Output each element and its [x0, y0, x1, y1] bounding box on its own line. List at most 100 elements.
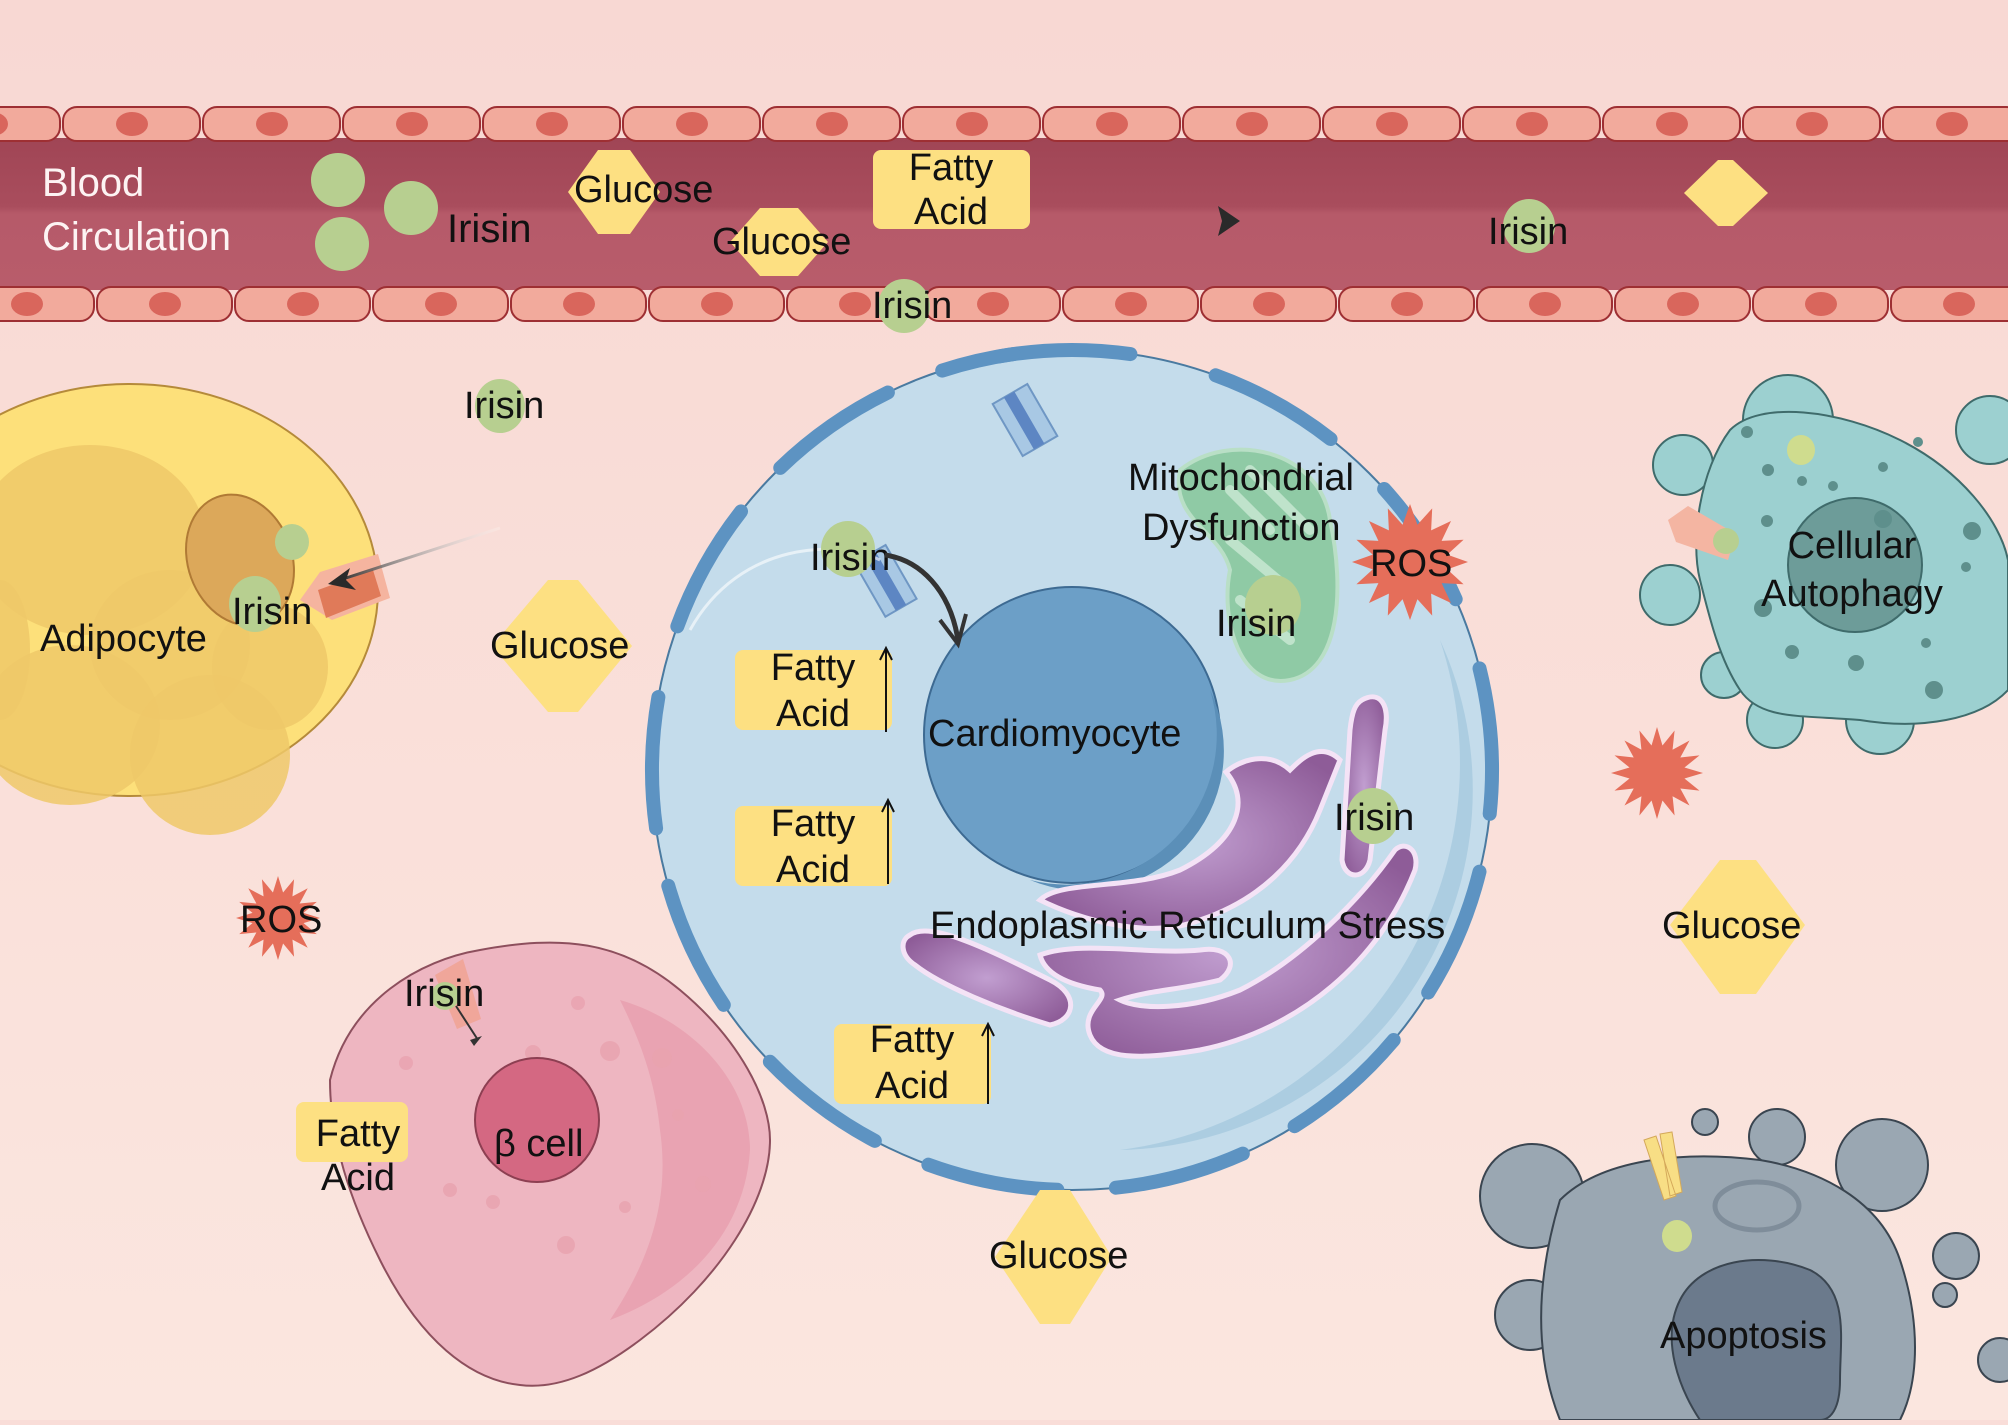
- glucose-molecule: Glucose: [712, 208, 851, 276]
- ros-burst: [1352, 504, 1468, 620]
- fatty-acid-shape: [735, 650, 892, 730]
- irisin-molecule: [311, 153, 365, 207]
- irisin-label: Irisin: [1216, 603, 1296, 645]
- fatty-acid-line1: Fatty: [909, 147, 993, 189]
- irisin-label: Irisin: [1488, 211, 1568, 253]
- mito-label-line2: Dysfunction: [1142, 507, 1341, 549]
- endothelial-nucleus: [116, 112, 148, 136]
- membrane-segment: [1421, 864, 1487, 1000]
- endothelial-nucleus: [956, 112, 988, 136]
- irisin-molecule: [821, 521, 875, 577]
- entry-arrow: [884, 552, 961, 641]
- receptor-icon: [1643, 1131, 1683, 1201]
- endothelial-nucleus: [0, 113, 8, 135]
- autophagy-label-line1: Cellular: [1788, 525, 1917, 567]
- fatty-acid-line2: Acid: [321, 1157, 395, 1199]
- membrane-segment: [661, 878, 731, 1012]
- fatty-acid-block: Fatty Acid: [834, 1019, 995, 1107]
- arrow-head-icon: [1218, 206, 1240, 236]
- glucose-shape: [1670, 860, 1805, 994]
- endothelial-nucleus: [287, 292, 319, 316]
- membrane-segment: [1472, 661, 1499, 821]
- beta-cell-label: β cell: [494, 1123, 583, 1165]
- fatty-acid-line1: Fatty: [870, 1019, 954, 1061]
- endothelium-top: [0, 106, 2008, 142]
- vessel-label-line2: Circulation: [42, 215, 231, 259]
- endothelial-nucleus: [1516, 112, 1548, 136]
- irisin-molecule: [229, 576, 281, 632]
- fatty-acid-line2: Acid: [776, 849, 850, 891]
- fatty-acid-line2: Acid: [776, 693, 850, 735]
- membrane-segment: [1108, 1146, 1250, 1195]
- endothelial-nucleus: [1943, 292, 1975, 316]
- autophagy-label-line2: Autophagy: [1761, 573, 1943, 615]
- endothelial-nucleus: [396, 112, 428, 136]
- irisin-molecule: [1662, 1220, 1692, 1252]
- mitochondrion: [1176, 447, 1340, 683]
- membrane-segment: [762, 1054, 882, 1148]
- endothelial-nucleus: [1796, 112, 1828, 136]
- ros-shape: [236, 876, 320, 960]
- endothelial-nucleus: [1936, 112, 1968, 136]
- beta-cell: Irisin β cell Fatty Acid: [296, 941, 772, 1387]
- glucose-label: Glucose: [574, 169, 713, 211]
- endothelial-nucleus: [1391, 292, 1423, 316]
- irisin-label: Irisin: [464, 385, 544, 427]
- irisin-molecule: [1787, 435, 1815, 465]
- glucose-molecule: Glucose: [989, 1190, 1128, 1324]
- endothelial-nucleus: [563, 292, 595, 316]
- membrane-segment: [645, 690, 666, 836]
- apoptosis-nucleus: [1670, 1259, 1843, 1421]
- glucose-molecule: Glucose: [568, 150, 713, 234]
- adipocyte-label: Adipocyte: [40, 618, 207, 660]
- endothelial-nucleus: [1529, 292, 1561, 316]
- endothelial-nucleus: [701, 292, 733, 316]
- fatty-acid-shape: [873, 150, 1030, 229]
- endothelial-nucleus: [816, 112, 848, 136]
- fatty-acid-block: Fatty Acid: [735, 645, 893, 735]
- endothelial-nucleus: [425, 292, 457, 316]
- glucose-molecule: Glucose: [490, 580, 632, 712]
- endothelial-nucleus: [1115, 292, 1147, 316]
- glucose-label: Glucose: [490, 625, 629, 667]
- arrow-head-icon: [470, 1036, 482, 1046]
- glucose-shape: [995, 1190, 1112, 1324]
- irisin-molecule: [1503, 199, 1555, 253]
- fatty-acid-shape: [735, 806, 892, 886]
- endothelial-nucleus: [1096, 112, 1128, 136]
- membrane-segment: [773, 385, 895, 475]
- mito-label-line1: Mitochondrial: [1128, 457, 1354, 499]
- irisin-label: Irisin: [810, 537, 890, 579]
- vessel-label-line1: Blood: [42, 161, 144, 205]
- glucose-shape: [1684, 160, 1768, 226]
- irisin-molecule: [1245, 575, 1301, 635]
- membrane-segment: [935, 347, 1021, 378]
- glucose-shape: [492, 580, 632, 712]
- irisin-molecule: [878, 279, 930, 333]
- endothelial-cell: [0, 106, 61, 142]
- irisin-molecule: [475, 379, 525, 433]
- beta-cell-nucleus: [474, 1057, 600, 1183]
- fatty-acid-block: Fatty Acid: [873, 147, 1030, 233]
- irisin-molecule: [431, 982, 459, 1010]
- endothelial-nucleus: [977, 292, 1009, 316]
- autophagy-cell: Cellular Autophagy: [1639, 374, 2008, 755]
- fatty-acid-line1: Fatty: [771, 803, 855, 845]
- endothelial-nucleus: [1667, 292, 1699, 316]
- irisin-molecule: [384, 181, 438, 235]
- endothelial-nucleus: [256, 112, 288, 136]
- membrane-segment: [1287, 1032, 1401, 1134]
- apoptosis-cell: Apoptosis: [1479, 1108, 2008, 1421]
- irisin-label: Irisin: [447, 207, 531, 251]
- irisin-molecule: [315, 217, 369, 271]
- glucose-shape: [730, 208, 828, 276]
- fatty-acid-block: Fatty Acid: [735, 797, 895, 891]
- ros-shape: [1611, 727, 1703, 819]
- fatty-acid-line2: Acid: [875, 1065, 949, 1107]
- endothelial-nucleus: [839, 292, 871, 316]
- apoptosis-label: Apoptosis: [1660, 1315, 1827, 1357]
- adipocyte: Irisin Adipocyte: [0, 383, 501, 835]
- irisin-label: Irisin: [872, 285, 952, 327]
- ros-label: ROS: [240, 899, 322, 941]
- irisin-cluster: Irisin: [311, 153, 531, 271]
